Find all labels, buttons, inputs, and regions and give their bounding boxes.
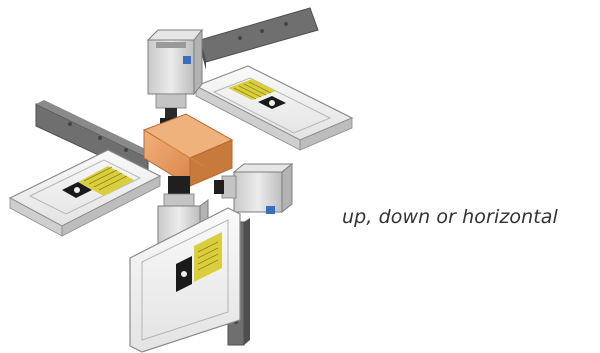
orientation-caption: up, down or horizontal [342, 206, 558, 228]
top-applicator [148, 30, 202, 124]
top-bracket-rail [200, 8, 318, 70]
bottom-label-tray [130, 208, 240, 352]
side-applicator [214, 164, 292, 214]
